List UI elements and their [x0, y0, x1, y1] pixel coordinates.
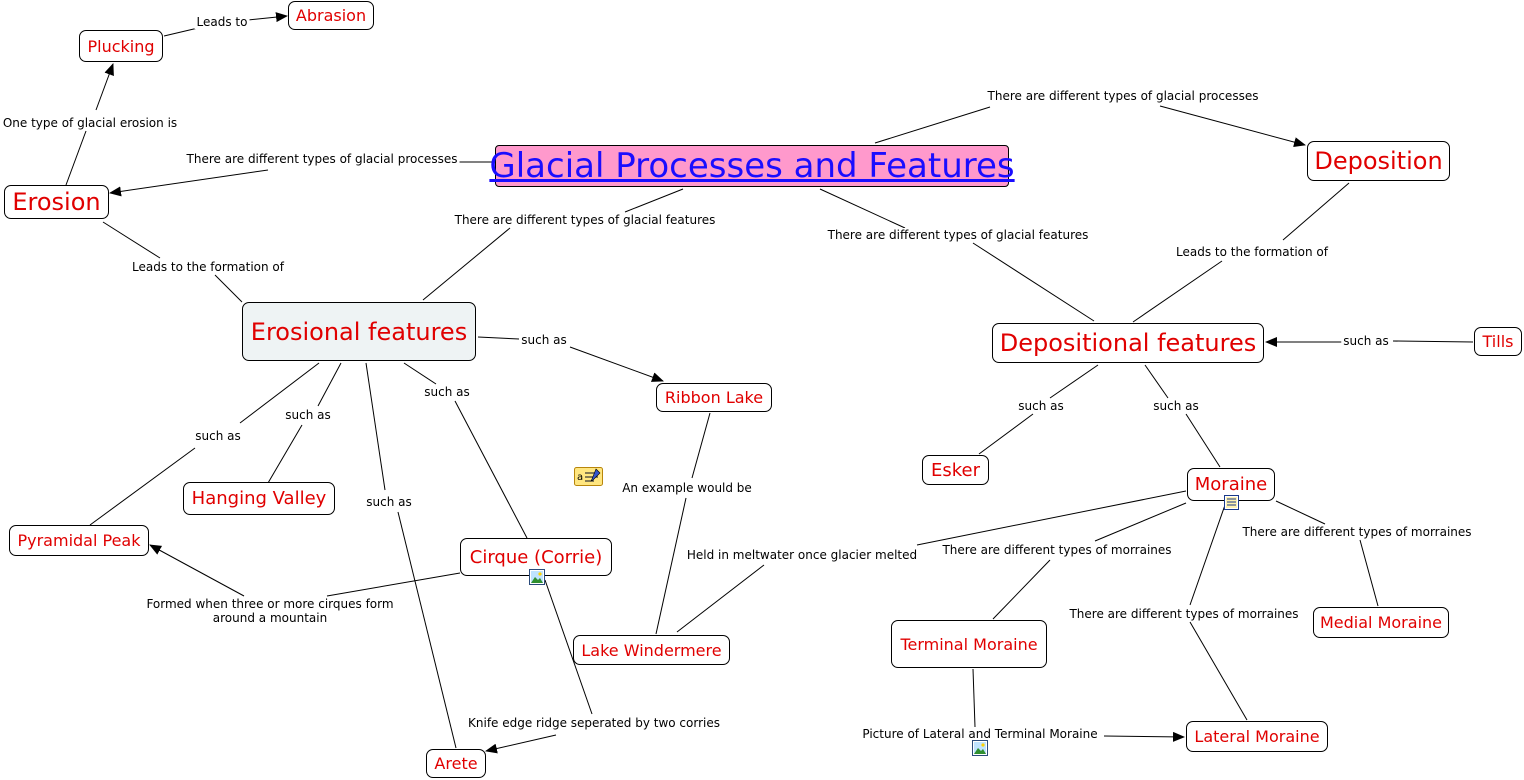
tills-node[interactable]: Tills: [1474, 327, 1522, 356]
link-label-such-as-arete[interactable]: such as: [364, 495, 414, 509]
formed-when-line-1: Formed when three or more cirques form: [146, 597, 394, 611]
link-label-deposition-formation[interactable]: Leads to the formation of: [1174, 245, 1330, 259]
svg-text:a: a: [577, 472, 583, 483]
pyramidal-peak-node[interactable]: Pyramidal Peak: [9, 525, 149, 556]
link-label-such-as-cirque[interactable]: such as: [422, 385, 472, 399]
link-label-such-as-pyramidal[interactable]: such as: [193, 429, 243, 443]
plucking-node[interactable]: Plucking: [79, 30, 163, 62]
abrasion-node[interactable]: Abrasion: [288, 1, 374, 30]
document-icon[interactable]: [1224, 495, 1239, 510]
depositional-features-node[interactable]: Depositional features: [992, 323, 1264, 363]
link-label-features-right[interactable]: There are different types of glacial fea…: [825, 228, 1091, 242]
image-icon[interactable]: [972, 740, 988, 756]
medial-moraine-node[interactable]: Medial Moraine: [1313, 607, 1449, 638]
link-label-example[interactable]: An example would be: [620, 481, 754, 495]
link-label-features-left[interactable]: There are different types of glacial fea…: [452, 213, 718, 227]
link-label-knife-edge[interactable]: Knife edge ridge seperated by two corrie…: [466, 716, 722, 730]
erosion-node[interactable]: Erosion: [4, 185, 109, 219]
hanging-valley-node[interactable]: Hanging Valley: [183, 482, 335, 515]
lake-windermere-node[interactable]: Lake Windermere: [573, 635, 730, 665]
ribbon-lake-node[interactable]: Ribbon Lake: [656, 383, 772, 412]
link-label-such-as-hanging[interactable]: such as: [283, 408, 333, 422]
link-label-leads-to[interactable]: Leads to: [194, 15, 250, 29]
link-label-one-type-erosion[interactable]: One type of glacial erosion is: [0, 116, 180, 130]
link-label-erosion-formation[interactable]: Leads to the formation of: [130, 260, 286, 274]
terminal-moraine-node[interactable]: Terminal Moraine: [891, 620, 1047, 668]
arete-node[interactable]: Arete: [426, 749, 486, 778]
link-label-such-as-tills[interactable]: such as: [1341, 334, 1391, 348]
moraine-node[interactable]: Moraine: [1187, 468, 1275, 501]
link-label-such-as-ribbon[interactable]: such as: [519, 333, 569, 347]
note-icon[interactable]: a: [574, 467, 604, 487]
link-label-picture-caption[interactable]: Picture of Lateral and Terminal Moraine: [860, 727, 1100, 741]
link-label-formed-when[interactable]: Formed when three or more cirques form a…: [144, 597, 396, 625]
link-label-morraines-terminal[interactable]: There are different types of morraines: [940, 543, 1174, 557]
link-label-processes-left[interactable]: There are different types of glacial pro…: [184, 152, 460, 166]
lateral-moraine-node[interactable]: Lateral Moraine: [1186, 721, 1328, 752]
link-label-morraines-medial[interactable]: There are different types of morraines: [1240, 525, 1474, 539]
esker-node[interactable]: Esker: [922, 455, 989, 485]
link-label-such-as-esker[interactable]: such as: [1016, 399, 1066, 413]
link-label-processes-right[interactable]: There are different types of glacial pro…: [985, 89, 1261, 103]
deposition-node[interactable]: Deposition: [1307, 141, 1450, 181]
image-icon[interactable]: [529, 569, 545, 585]
cirque-node[interactable]: Cirque (Corrie): [460, 538, 612, 576]
main-topic-node[interactable]: Glacial Processes and Features: [489, 145, 1015, 187]
link-label-morraines-lateral[interactable]: There are different types of morraines: [1067, 607, 1301, 621]
link-label-such-as-moraine[interactable]: such as: [1151, 399, 1201, 413]
link-label-meltwater[interactable]: Held in meltwater once glacier melted: [684, 548, 920, 562]
erosional-features-node[interactable]: Erosional features: [242, 302, 476, 361]
formed-when-line-2: around a mountain: [212, 611, 328, 625]
